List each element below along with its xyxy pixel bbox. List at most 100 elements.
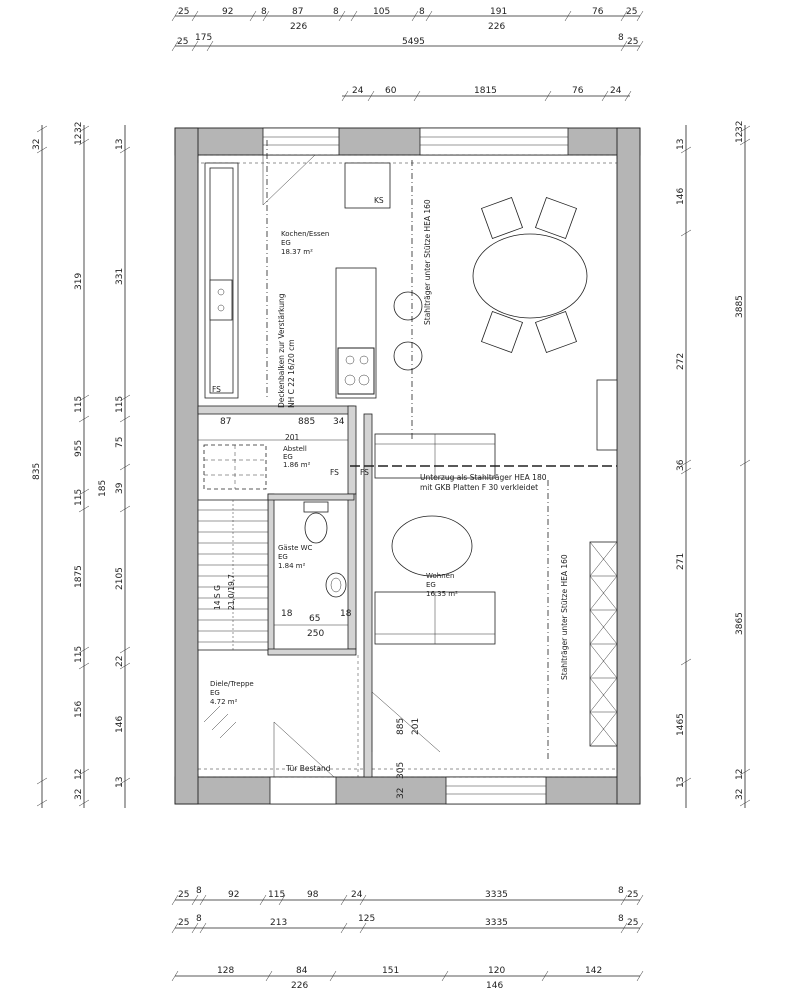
cooktop bbox=[337, 347, 375, 395]
top-dimension-chain-2: 25 175 5495 8 25 bbox=[171, 33, 644, 52]
hall-area: 4.72 m² bbox=[210, 698, 238, 706]
wall-storage-mid bbox=[267, 493, 355, 501]
dim-text: 8 bbox=[261, 7, 267, 17]
dim-text: 120 bbox=[488, 966, 505, 976]
fs-label: FS bbox=[330, 468, 339, 477]
dim-text: 13 bbox=[676, 139, 686, 150]
dim-text: 24 bbox=[610, 86, 622, 96]
dim-text: 115 bbox=[74, 489, 84, 506]
dim-text: 87 bbox=[220, 417, 231, 427]
beam-note-2: mit GKB Platten F 30 verkleidet bbox=[420, 483, 538, 492]
dim-text: 32 bbox=[735, 789, 745, 800]
dim-text: 319 bbox=[74, 273, 84, 290]
storage-shelves bbox=[203, 444, 267, 490]
dim-text: 955 bbox=[74, 440, 84, 457]
bar-stools bbox=[393, 291, 423, 371]
dim-text: 75 bbox=[115, 437, 125, 448]
ceiling-note-2: NH C 22 16/20 cm bbox=[287, 339, 296, 408]
dim-text: 8 bbox=[196, 886, 202, 896]
dim-text: 156 bbox=[74, 701, 84, 718]
dim-text: 3865 bbox=[735, 612, 745, 635]
kitchen-island bbox=[335, 267, 377, 399]
dim-text: 25 bbox=[178, 7, 189, 17]
wall-bottom bbox=[174, 776, 641, 805]
guest-wc: Gäste WC EG 1.84 m² 18 65 18 250 bbox=[274, 501, 352, 639]
dim-text: 25 bbox=[627, 890, 638, 900]
dim-text: 146 bbox=[486, 981, 503, 991]
dim-text: 8 bbox=[333, 7, 339, 17]
wc-name: Gäste WC bbox=[278, 544, 313, 552]
dim-text: 22 bbox=[115, 656, 125, 667]
dim-text: 226 bbox=[290, 22, 307, 32]
fs-label: FS bbox=[212, 385, 221, 394]
dining-chair bbox=[534, 310, 578, 354]
top-dimension-chain-1: 25 92 8 87 8 105 8 191 76 25 226 226 bbox=[171, 7, 644, 32]
kitchen-door bbox=[262, 154, 316, 206]
sofa-top bbox=[374, 433, 496, 479]
sofa-bottom bbox=[374, 591, 496, 645]
dim-text: 13 bbox=[676, 777, 686, 788]
dim-text: 2105 bbox=[115, 567, 125, 590]
dim-text: 151 bbox=[382, 966, 399, 976]
dim-text: 305 bbox=[396, 762, 406, 779]
door-existing-label: Tür Bestand bbox=[285, 764, 331, 773]
dim-text: 115 bbox=[268, 890, 285, 900]
dim-text: 8 bbox=[419, 7, 425, 17]
kitchen-name: Kochen/Essen bbox=[281, 230, 329, 238]
dim-text: 87 bbox=[292, 7, 303, 17]
toilet bbox=[303, 501, 329, 544]
dim-text: 226 bbox=[488, 22, 505, 32]
wc-level: EG bbox=[278, 553, 288, 561]
storage-code: 201 bbox=[285, 433, 300, 442]
exterior-walls bbox=[174, 127, 641, 805]
interior-walls bbox=[197, 379, 618, 778]
left-dimension-chains: 32 835 12 32 319 115 955 115 1875 115 15… bbox=[32, 122, 131, 808]
dim-text: 331 bbox=[115, 268, 125, 285]
dim-text: 885 bbox=[298, 417, 315, 427]
dim-text: 8 bbox=[618, 914, 624, 924]
hall-door-swing bbox=[371, 691, 441, 753]
dim-text: 185 bbox=[98, 480, 108, 497]
dim-text: 12 bbox=[74, 134, 84, 145]
dim-text: 8 bbox=[196, 914, 202, 924]
right-dimension-chains: 13 146 272 36 271 1465 13 12 32 3885 386… bbox=[676, 121, 751, 808]
dim-text: 12 bbox=[735, 132, 745, 143]
dim-text: 115 bbox=[115, 396, 125, 413]
dim-text: 25 bbox=[627, 918, 638, 928]
dim-text: 885 bbox=[396, 718, 406, 735]
dim-text: 272 bbox=[676, 353, 686, 370]
dim-text: 25 bbox=[177, 37, 188, 47]
wall-storage-top bbox=[197, 405, 355, 415]
window-top-2 bbox=[419, 127, 569, 156]
staircase: 14 S G 21,0/19,7 bbox=[197, 499, 269, 651]
dim-text: 92 bbox=[222, 7, 233, 17]
dim-text: 8 bbox=[618, 33, 624, 43]
dim-text: 3335 bbox=[485, 890, 508, 900]
dim-text: 76 bbox=[592, 7, 604, 17]
dim-text: 12 bbox=[735, 769, 745, 780]
dim-text: 24 bbox=[351, 890, 363, 900]
dim-text: 1465 bbox=[676, 713, 686, 736]
living-name: Wohnen bbox=[426, 572, 454, 580]
structural-beams: Deckenbalken zur Verstärkung NH C 22 16/… bbox=[266, 140, 617, 760]
dim-text: 1815 bbox=[474, 86, 497, 96]
sideboard bbox=[589, 541, 618, 747]
wall-wc-bottom bbox=[267, 648, 357, 656]
hall: Diele/Treppe EG 4.72 m² Tür Bestand 885 … bbox=[203, 655, 441, 799]
dim-text: 1875 bbox=[74, 565, 84, 588]
dim-text: 84 bbox=[296, 966, 308, 976]
hall-name: Diele/Treppe bbox=[210, 680, 254, 688]
front-door-opening bbox=[269, 776, 337, 805]
kitchen-counter: FS bbox=[204, 162, 239, 399]
dim-text: 18 bbox=[281, 609, 293, 619]
dim-text: 191 bbox=[490, 7, 507, 17]
storage-area: 1.86 m² bbox=[283, 461, 311, 469]
entry-door-swing bbox=[273, 721, 335, 778]
dim-text: 105 bbox=[373, 7, 390, 17]
dim-text: 115 bbox=[74, 646, 84, 663]
dining-chair bbox=[480, 196, 524, 240]
dim-text: 25 bbox=[626, 7, 637, 17]
dim-text: 32 bbox=[74, 122, 84, 133]
living-area: 16.35 m² bbox=[426, 590, 458, 598]
storage-level: EG bbox=[283, 453, 293, 461]
